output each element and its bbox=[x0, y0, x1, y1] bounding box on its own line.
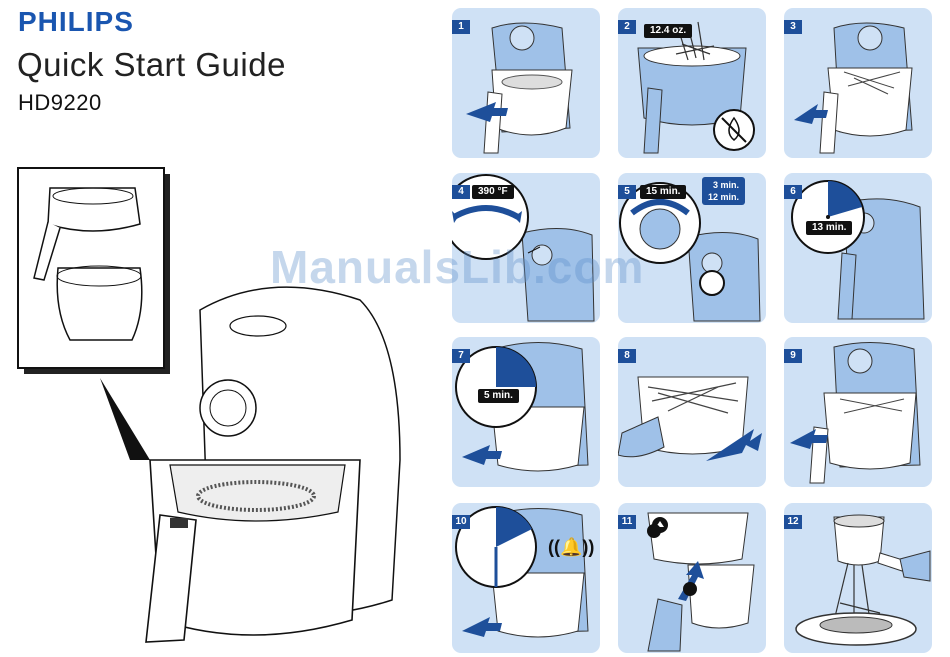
step-number: 9 bbox=[784, 349, 802, 363]
step-panel-2: 2 12.4 oz. bbox=[618, 8, 766, 158]
time-label: 15 min. bbox=[640, 185, 686, 199]
shake-times-note: 3 min. 12 min. bbox=[702, 177, 745, 205]
step-number: 2 bbox=[618, 20, 636, 34]
step-number: 3 bbox=[784, 20, 802, 34]
step-number: 11 bbox=[618, 515, 636, 529]
step-panel-8: 8 bbox=[618, 337, 766, 487]
step-number: 7 bbox=[452, 349, 470, 363]
airfryer-illustration bbox=[0, 160, 440, 657]
step-number: 6 bbox=[784, 185, 802, 199]
step-panel-7: 7 5 min. bbox=[452, 337, 600, 487]
step-panel-6: 6 13 min. bbox=[784, 173, 932, 323]
step-panel-9: 9 bbox=[784, 337, 932, 487]
step-panel-11: 11 bbox=[618, 503, 766, 653]
step-number: 10 bbox=[452, 515, 470, 529]
step-number: 8 bbox=[618, 349, 636, 363]
model-number: HD9220 bbox=[18, 90, 102, 116]
bell-icon: ((🔔)) bbox=[548, 537, 594, 558]
step-panel-5: 5 15 min. 3 min. 12 min. bbox=[618, 173, 766, 323]
remaining-time-label: 13 min. bbox=[806, 221, 852, 235]
step-panel-1: 1 bbox=[452, 8, 600, 158]
shake-time-2: 12 min. bbox=[708, 191, 739, 203]
step-number: 4 bbox=[452, 185, 470, 199]
step-panel-3: 3 bbox=[784, 8, 932, 158]
step-number: 1 bbox=[452, 20, 470, 34]
step-number: 5 bbox=[618, 185, 636, 199]
temperature-label: 390 °F bbox=[472, 185, 514, 199]
shake-time-1: 3 min. bbox=[708, 179, 739, 191]
step-panel-4: 4 390 °F bbox=[452, 173, 600, 323]
step-panel-10: 10 ((🔔)) bbox=[452, 503, 600, 653]
weight-label: 12.4 oz. bbox=[644, 24, 692, 38]
page-title: Quick Start Guide bbox=[17, 46, 286, 84]
step-panel-12: 12 bbox=[784, 503, 932, 653]
brand-logo: PHILIPS bbox=[18, 6, 134, 38]
step-number: 12 bbox=[784, 515, 802, 529]
remaining-time-label: 5 min. bbox=[478, 389, 519, 403]
